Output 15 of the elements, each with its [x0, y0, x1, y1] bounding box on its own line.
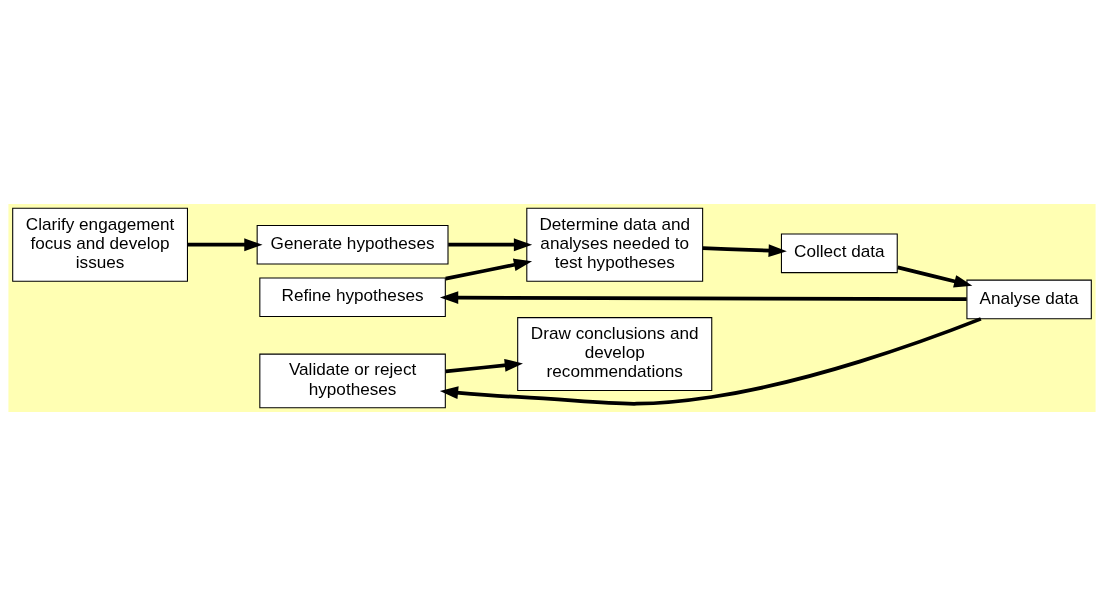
node-box: Refine hypotheses — [259, 276, 446, 317]
node-box: Clarify engagement focus and develop issues — [12, 207, 188, 282]
arrow — [702, 243, 787, 257]
node-box: Collect data — [780, 233, 898, 273]
arrow — [445, 258, 533, 281]
node-box: Determine data and analyses needed to test hypotheses — [526, 207, 704, 282]
arrow — [187, 237, 263, 251]
arrow — [897, 265, 973, 288]
node-box: Draw conclusions and develop recommendations — [517, 316, 713, 391]
node-box: Validate or reject hypotheses — [259, 353, 446, 408]
node-box: Analyse data — [966, 279, 1092, 319]
arrow — [448, 237, 533, 251]
arrow — [445, 358, 523, 373]
node-box: Generate hypotheses — [256, 224, 449, 265]
arrow — [439, 290, 967, 304]
